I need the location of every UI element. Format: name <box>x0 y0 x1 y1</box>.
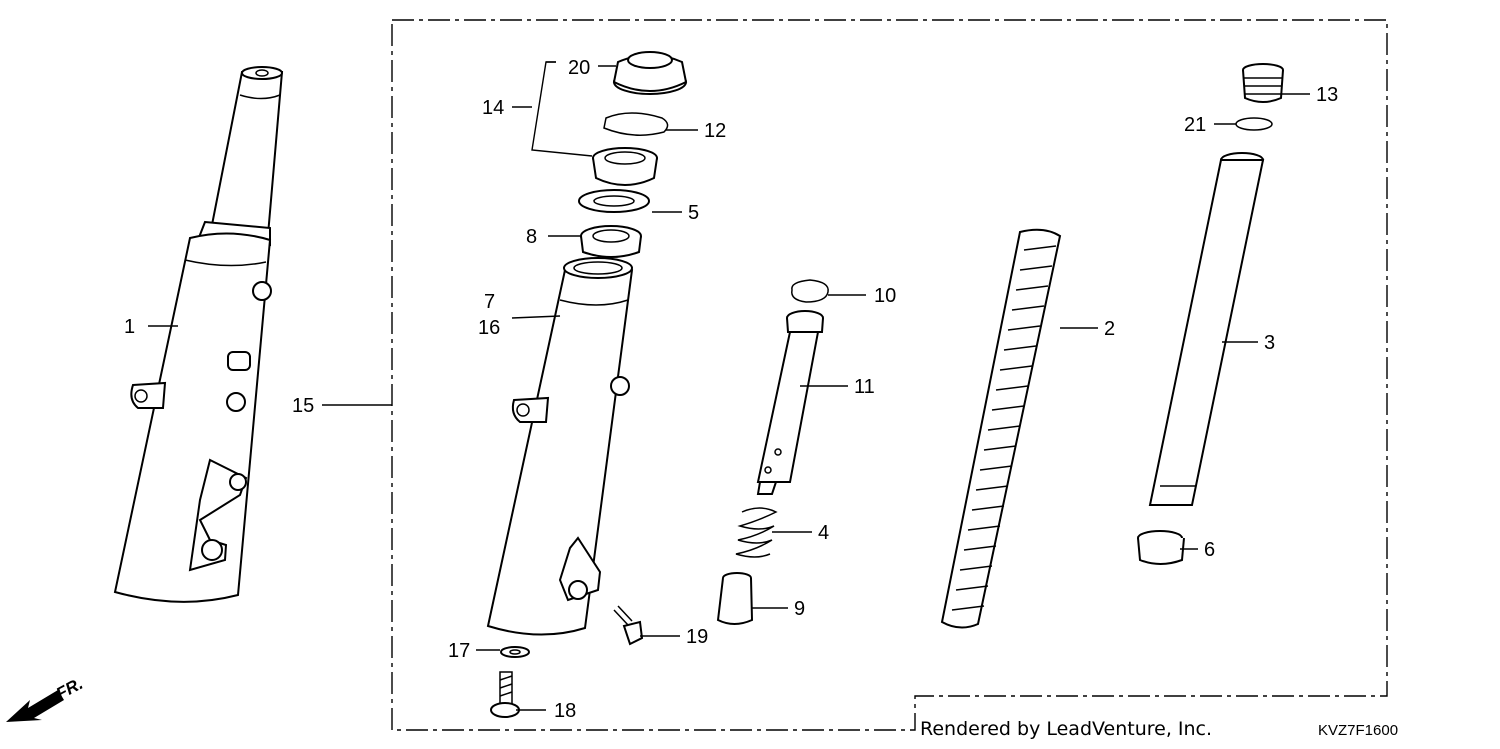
callout-16[interactable]: 16 <box>478 317 500 339</box>
callout-12[interactable]: 12 <box>704 120 726 142</box>
callout-2[interactable]: 2 <box>1104 318 1115 340</box>
callout-labels: 1 2 3 4 5 6 7 8 9 10 11 12 13 14 15 16 1… <box>124 57 1338 722</box>
part-13-fork-bolt[interactable] <box>1242 63 1284 103</box>
part-5-back-up-ring[interactable] <box>578 189 650 213</box>
part-7-fork-slider[interactable] <box>486 257 634 636</box>
render-credit: Rendered by LeadVenture, Inc. <box>920 718 1213 740</box>
assembly-boundary <box>391 19 1388 731</box>
part-4-rebound-spring[interactable] <box>735 507 778 558</box>
callout-18[interactable]: 18 <box>554 700 576 722</box>
part-2-fork-spring[interactable] <box>940 228 1062 629</box>
part-18-socket-bolt[interactable] <box>490 671 520 718</box>
part-12-oil-seal-clip[interactable] <box>603 112 669 136</box>
part-21-o-ring[interactable] <box>1235 117 1273 131</box>
callout-15[interactable]: 15 <box>292 395 314 417</box>
diagram-code: KVZ7F1600 <box>1318 722 1399 739</box>
front-arrow-icon: FR. <box>6 674 86 722</box>
part-10-piston-ring[interactable] <box>791 279 829 303</box>
callout-7[interactable]: 7 <box>484 291 495 313</box>
part-3-fork-pipe[interactable] <box>1148 152 1265 506</box>
callout-6[interactable]: 6 <box>1204 539 1215 561</box>
part-17-washer[interactable] <box>500 646 530 658</box>
part-11-fork-pipe[interactable] <box>756 310 824 495</box>
leader-lines <box>148 61 1310 711</box>
callout-3[interactable]: 3 <box>1264 332 1275 354</box>
callout-11[interactable]: 11 <box>854 376 875 398</box>
callout-14[interactable]: 14 <box>482 97 504 119</box>
callout-17[interactable]: 17 <box>448 640 470 662</box>
callout-20[interactable]: 20 <box>568 57 590 79</box>
callout-10[interactable]: 10 <box>874 285 896 307</box>
callout-9[interactable]: 9 <box>794 598 805 620</box>
part-8-slider-bushing[interactable] <box>580 225 642 258</box>
part-9-oil-lock-piece[interactable] <box>716 572 754 625</box>
callout-21[interactable]: 21 <box>1184 114 1206 136</box>
part-19-bolt[interactable] <box>613 605 644 646</box>
callout-8[interactable]: 8 <box>526 226 537 248</box>
callout-13[interactable]: 13 <box>1316 84 1338 106</box>
callout-5[interactable]: 5 <box>688 202 699 224</box>
part-20-dust-seal[interactable] <box>612 51 688 95</box>
callout-19[interactable]: 19 <box>686 626 708 648</box>
callout-1[interactable]: 1 <box>124 316 135 338</box>
callout-4[interactable]: 4 <box>818 522 829 544</box>
part-6-slider-bushing[interactable] <box>1137 530 1185 565</box>
part-1-fork-assembly[interactable] <box>113 66 284 603</box>
part-14-oil-seal[interactable] <box>592 147 658 186</box>
